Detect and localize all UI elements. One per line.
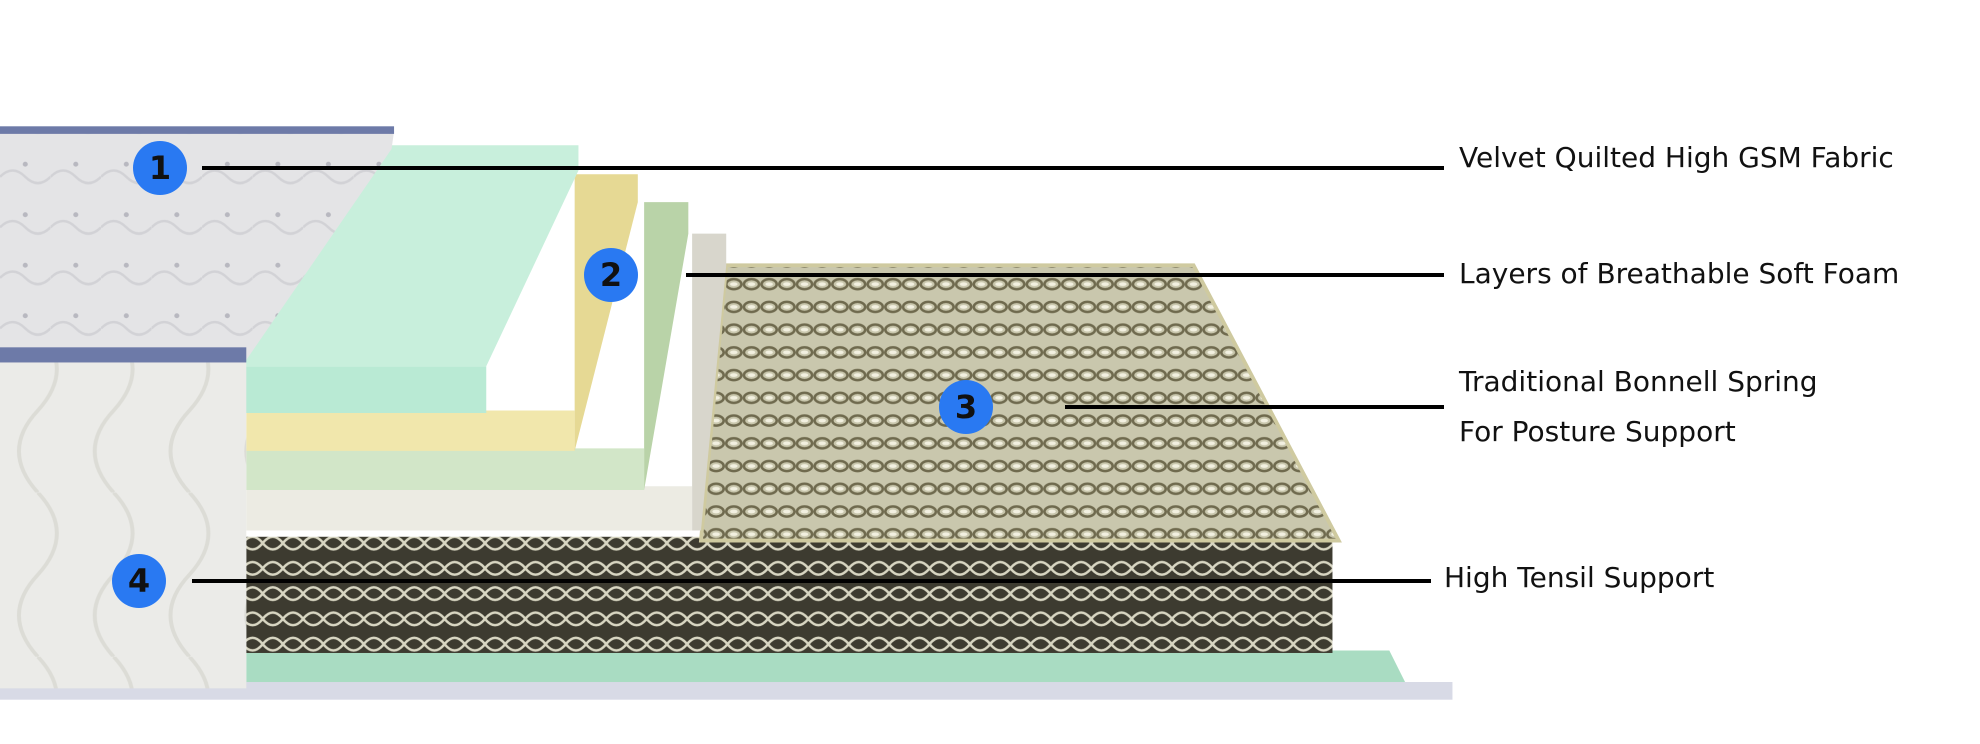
leader-line-1 bbox=[202, 166, 1444, 170]
quilted-top bbox=[0, 131, 395, 360]
callout-label-3a: Traditional Bonnell Spring bbox=[1459, 365, 1818, 398]
callout-badge-2: 2 bbox=[584, 248, 638, 302]
foam-layer-white-side bbox=[692, 233, 727, 531]
foam-layer-yellow-side bbox=[574, 174, 638, 451]
foam-layer-yellow bbox=[246, 410, 575, 451]
callout-label-2: Layers of Breathable Soft Foam bbox=[1459, 257, 1900, 290]
top-edge-border bbox=[0, 126, 395, 134]
foam-layer-green-side bbox=[644, 202, 689, 491]
callout-label-4: High Tensil Support bbox=[1444, 561, 1715, 594]
callout-label-3b: For Posture Support bbox=[1459, 415, 1736, 448]
bottom-border bbox=[0, 682, 1453, 700]
foam-layer-mint-top bbox=[239, 145, 579, 367]
callout-badge-3: 3 bbox=[939, 380, 993, 434]
foam-layer-mint bbox=[239, 366, 487, 414]
high-tensil-springs bbox=[246, 536, 1333, 653]
leader-line-3 bbox=[1065, 405, 1444, 409]
foam-layer-green bbox=[246, 448, 645, 491]
side-panel bbox=[0, 362, 247, 689]
bonnell-spring-unit bbox=[698, 263, 1342, 543]
quilted-top-border bbox=[0, 347, 247, 363]
leader-line-4 bbox=[192, 579, 1431, 583]
foam-layer-white bbox=[246, 486, 693, 531]
leader-line-2 bbox=[686, 273, 1444, 277]
callout-label-1: Velvet Quilted High GSM Fabric bbox=[1459, 141, 1894, 174]
callout-badge-1: 1 bbox=[133, 141, 187, 195]
base-slab bbox=[246, 650, 1409, 689]
callout-badge-4: 4 bbox=[112, 554, 166, 608]
